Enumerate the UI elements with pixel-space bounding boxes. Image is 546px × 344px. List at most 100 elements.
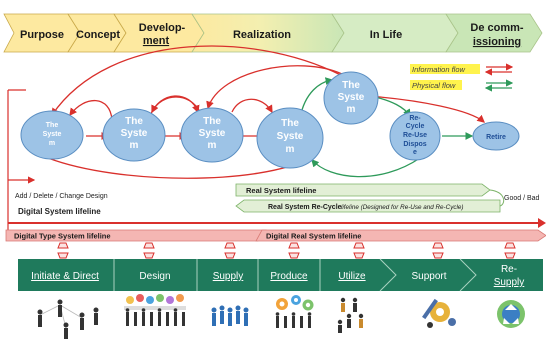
real-system-lifeline-label: Real System lifeline [246, 186, 316, 195]
digital-real-lifeline [255, 229, 546, 242]
activity-produce: Produce [270, 271, 308, 282]
connector-2b [143, 252, 155, 259]
legend-information-flow: Information flow [412, 65, 466, 74]
node-2-line1: The [125, 116, 143, 127]
info-arc-5 [206, 65, 343, 110]
node-5-line3: m [347, 104, 356, 115]
people-network-icon [37, 299, 99, 339]
activity-resupply-line2: Supply [494, 277, 525, 288]
phase-realization-label: Realization [233, 29, 291, 41]
phase-decommissioning-label: De comm- [470, 22, 524, 34]
real-system-lifelines: Real System lifeline Real System Re-Cycl… [235, 183, 540, 213]
design-crowd-icon [124, 294, 186, 326]
connector-2a [143, 242, 155, 249]
lifeline-connectors [57, 242, 516, 259]
activity-divider-6 [459, 258, 477, 292]
phase-decommissioning [445, 13, 543, 53]
system-node-5 [323, 71, 379, 125]
connector-4b [288, 252, 300, 259]
phase-development-label2: ment [143, 35, 170, 47]
phase-decommissioning-label2: issioning [473, 36, 521, 48]
connector-3b [224, 252, 236, 259]
system-node-2 [102, 108, 166, 162]
node-3-line2: Syste [199, 128, 226, 139]
recycle-line2: Cycle [406, 123, 425, 130]
timeline-arrowhead [538, 218, 546, 228]
produce-gears-icon [275, 295, 314, 328]
design-change-bracket [7, 89, 36, 232]
activity-supply: Supply [213, 271, 244, 282]
activity-utilize: Utilize [338, 271, 366, 282]
node-5-line2: Syste [338, 92, 365, 103]
info-arc-retire [367, 95, 485, 123]
recycle-lifeline-label-bold: Real System Re-Cycle [268, 204, 342, 211]
node-1-line2: Syste [43, 131, 62, 138]
connector-3a [224, 242, 236, 249]
activity-design: Design [139, 271, 170, 282]
lifeline-loop [489, 189, 505, 207]
node-2-line2: Syste [121, 128, 148, 139]
activity-band: Initiate & Direct Design Supply Produce … [18, 258, 543, 292]
add-delete-change-label: Add / Delete / Change Design [15, 193, 108, 200]
support-tools-icon [422, 298, 456, 328]
info-arc-2 [149, 95, 200, 117]
recycle-lifeline-label-italic: lifeline (Designed for Re-Use and Re-Cyc… [341, 204, 464, 211]
digital-system-lifeline-label: Digital System lifeline [18, 207, 101, 216]
info-arc-long [51, 45, 351, 117]
phase-purpose-label: Purpose [20, 29, 64, 41]
legend-physical-highlight [410, 80, 462, 90]
supply-team-icon [211, 305, 249, 326]
node-2-line3: m [130, 140, 139, 151]
real-system-lifeline-arrow [235, 183, 491, 197]
recycle-line3: Re-Use [403, 132, 427, 139]
activity-band-bg [18, 259, 543, 291]
good-bad-label: Good / Bad [504, 195, 540, 202]
flow-legend: Information flow Physical flow [410, 63, 514, 92]
connector-1a [57, 242, 69, 249]
connector-1b [57, 252, 69, 259]
recycle-line1: Re- [409, 115, 421, 122]
connector-6a [432, 242, 444, 249]
phase-concept-label: Concept [76, 29, 120, 41]
connector-6b [432, 252, 444, 259]
connector-5b [353, 252, 365, 259]
legend-info-highlight [410, 64, 480, 74]
node-1-line1: The [46, 122, 59, 129]
node-4-line2: Syste [277, 131, 304, 142]
info-arc-3 [151, 96, 201, 114]
activity-illustrations [37, 294, 525, 339]
system-node-3 [180, 107, 244, 163]
node-3-line1: The [203, 116, 221, 127]
digital-lifeline-bar: Digital Type System lifeline Digital Rea… [5, 229, 546, 242]
activity-resupply-line1: Re- [501, 264, 517, 275]
phase-development-label: Develop- [139, 22, 186, 34]
phase-banner: Purpose Concept Develop- ment Realizatio… [3, 13, 543, 53]
node-4-line1: The [281, 118, 299, 129]
phys-arc-3 [311, 157, 421, 178]
system-node-4 [256, 107, 324, 169]
activity-initiate-direct: Initiate & Direct [31, 271, 99, 282]
node-5-line1: The [342, 80, 360, 91]
digital-timeline [8, 218, 546, 228]
activity-divider-5 [379, 258, 397, 292]
connector-7b [504, 252, 516, 259]
utilize-people-icon [337, 297, 364, 333]
info-arc-1 [69, 99, 113, 121]
retire-node [472, 121, 520, 151]
digital-real-lifeline-label: Digital Real System lifeline [266, 232, 361, 241]
connector-7a [504, 242, 516, 249]
retire-label: Retire [486, 134, 506, 141]
system-node-1 [20, 110, 84, 160]
recycle-icon [497, 300, 525, 328]
legend-physical-flow: Physical flow [412, 81, 456, 90]
recycle-node [389, 111, 441, 161]
connector-4a [288, 242, 300, 249]
digital-type-lifeline-label: Digital Type System lifeline [14, 232, 111, 241]
system-nodes: The Syste m The Syste m The Syste m The … [20, 71, 520, 169]
info-arc-4 [231, 98, 273, 114]
recycle-line5: e [413, 149, 417, 156]
node-4-line3: m [286, 144, 295, 155]
phase-in-life-label: In Life [370, 29, 402, 41]
activity-support: Support [411, 271, 446, 282]
